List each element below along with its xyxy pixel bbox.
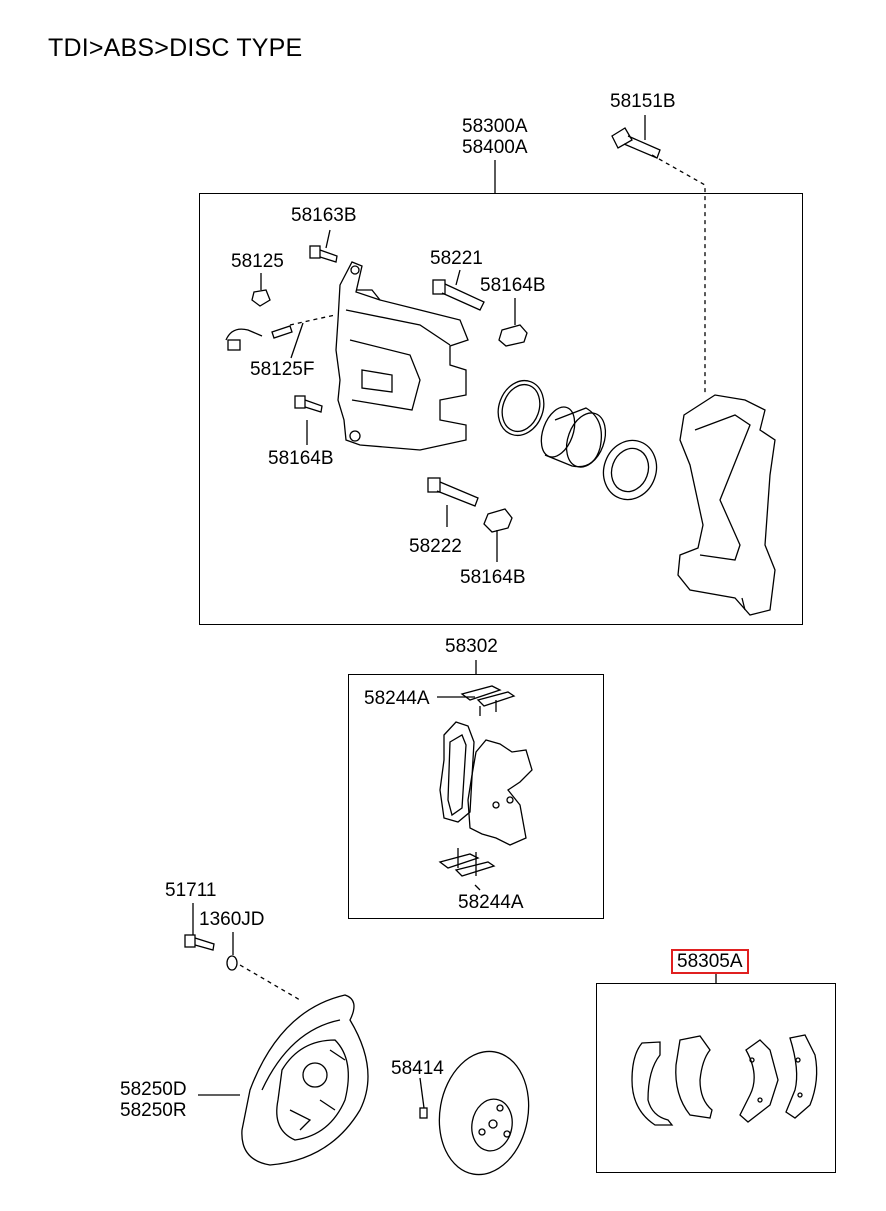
bleeder-screw-drawing <box>225 325 293 351</box>
guide-pin-lower-drawing <box>427 477 479 507</box>
brake-pads-drawing <box>439 721 533 846</box>
label-guide-pin-upper: 58221 <box>430 248 483 269</box>
backing-plate-drawing <box>241 994 369 1166</box>
label-boot-upper: 58164B <box>480 275 546 296</box>
label-pad-kit: 58302 <box>445 636 498 657</box>
page-title: TDI>ABS>DISC TYPE <box>48 34 303 62</box>
brake-shoe-box <box>596 983 836 1173</box>
label-boot-lower: 58164B <box>460 567 526 588</box>
guide-bolt-left-drawing <box>294 395 323 413</box>
label-bleeder-screw: 58125F <box>250 359 315 380</box>
washer-drawing <box>226 955 238 971</box>
brake-shoes-drawing <box>631 1034 818 1126</box>
label-bolt-58151b: 58151B <box>610 91 676 112</box>
bolt-51711-drawing <box>184 934 215 951</box>
caliper-bracket-drawing <box>677 394 776 616</box>
bleeder-bolt-drawing <box>309 245 338 263</box>
label-caliper-assembly-1: 58300A <box>462 116 528 137</box>
label-caliper-assembly-2: 58400A <box>462 137 528 158</box>
piston-drawing <box>540 406 607 468</box>
cap-drawing <box>251 289 271 307</box>
label-cap: 58125 <box>231 251 284 272</box>
bolt-58151b-drawing <box>611 127 661 159</box>
pad-clip-lower-drawing <box>438 848 496 877</box>
label-bolt-51711: 51711 <box>165 880 217 901</box>
guide-pin-upper-drawing <box>432 279 485 311</box>
leader-lines <box>192 115 717 1109</box>
disc-rotor-drawing <box>419 1050 530 1176</box>
boot-upper-drawing <box>498 324 528 347</box>
pad-kit-box <box>348 674 604 919</box>
label-backing-plate-1: 58250D <box>120 1079 187 1100</box>
caliper-assembly-box <box>199 193 803 625</box>
label-guide-pin-bolt: 58164B <box>268 448 334 469</box>
pad-clip-upper-drawing <box>460 685 516 716</box>
dust-boot-drawing <box>602 439 658 501</box>
label-guide-pin-lower: 58222 <box>409 536 462 557</box>
label-pad-clip-lower: 58244A <box>458 892 524 913</box>
label-bleeder-bolt: 58163B <box>291 205 357 226</box>
label-backing-plate-2: 58250R <box>120 1100 187 1121</box>
label-brake-shoe-assembly[interactable]: 58305A <box>671 949 749 974</box>
label-washer: 1360JD <box>199 909 265 930</box>
caliper-body-drawing <box>335 261 469 451</box>
boot-lower-drawing <box>483 508 513 533</box>
piston-seal-drawing <box>497 379 545 437</box>
label-nut: 58414 <box>391 1058 444 1079</box>
label-pad-clip-upper: 58244A <box>364 688 430 709</box>
